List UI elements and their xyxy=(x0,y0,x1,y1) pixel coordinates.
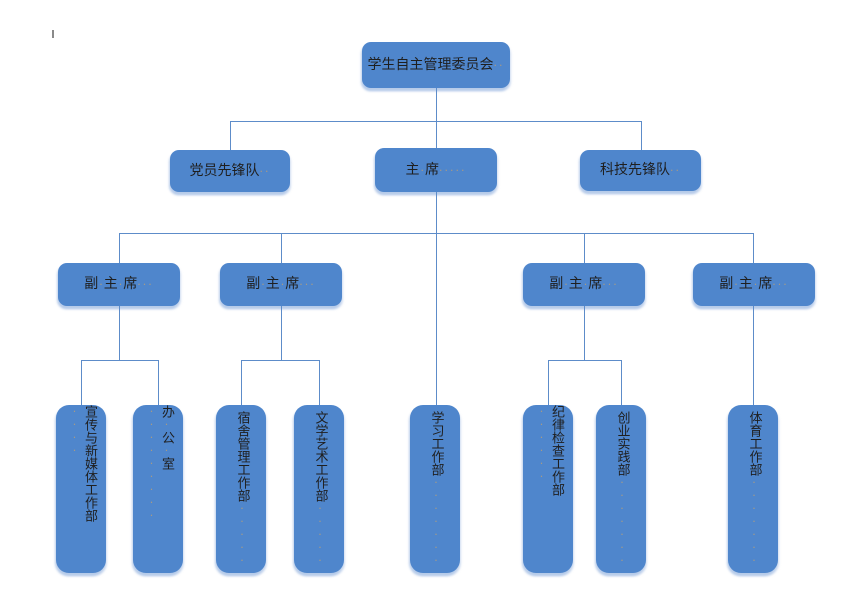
node-label: 宿舍管理工作部 xyxy=(234,411,250,502)
connector-line xyxy=(81,360,159,361)
connector-line xyxy=(119,233,754,234)
node-dept-entrepreneurship[interactable]: 创业实践部······· xyxy=(596,405,646,573)
formatting-dots: ····· xyxy=(313,502,327,567)
connector-line xyxy=(241,360,242,405)
connector-line xyxy=(621,360,622,405)
node-dept-dorm-management[interactable]: 宿舍管理工作部····· xyxy=(216,405,266,573)
formatting-dots: ··· xyxy=(772,278,789,292)
formatting-dots: ····· xyxy=(439,163,467,177)
connector-line xyxy=(281,233,282,263)
node-label: 副·主·席 xyxy=(719,276,773,293)
node-label: 体育工作部 xyxy=(746,411,762,476)
formatting-dots: ·· xyxy=(493,58,505,72)
connector-line xyxy=(548,360,549,405)
connector-line xyxy=(119,233,120,263)
node-label: 文学艺术工作部 xyxy=(312,411,328,502)
formatting-dots: ······ xyxy=(535,405,548,483)
formatting-dots: ······· xyxy=(747,476,761,567)
node-vice-chairman-4[interactable]: 副·主·席··· xyxy=(693,263,815,306)
connector-line xyxy=(230,121,642,122)
node-label: 副·主·席 xyxy=(246,276,300,293)
connector-line xyxy=(584,306,585,360)
connector-line xyxy=(281,306,282,360)
stray-mark xyxy=(52,30,54,38)
node-dept-publicity-media[interactable]: 宣传与新媒体工作部···· xyxy=(56,405,106,573)
node-label: 学生自主管理委员会 xyxy=(367,56,494,73)
formatting-dots: ··· xyxy=(299,278,316,292)
node-label: 纪律检查工作部 xyxy=(548,405,564,496)
formatting-dots: ······· xyxy=(615,476,629,567)
connector-line xyxy=(158,360,159,405)
node-chairman[interactable]: 主·席····· xyxy=(375,148,497,192)
node-label: 科技先锋队 xyxy=(600,162,670,179)
node-dept-office[interactable]: 办·公·室········· xyxy=(133,405,183,573)
formatting-dots: ······· xyxy=(429,476,443,567)
node-dept-sports[interactable]: 体育工作部······· xyxy=(728,405,778,573)
connector-line xyxy=(81,360,82,405)
node-dept-literature-arts[interactable]: 文学艺术工作部····· xyxy=(294,405,344,573)
connector-line xyxy=(753,233,754,263)
node-label: 办·公·室 xyxy=(158,405,174,470)
node-label: 副·主·席 xyxy=(84,276,138,293)
connector-line xyxy=(436,192,437,405)
node-dept-discipline-inspection[interactable]: 纪律检查工作部······ xyxy=(523,405,573,573)
node-vice-chairman-3[interactable]: 副·主·席··· xyxy=(523,263,645,306)
node-label: 副·主·席 xyxy=(549,276,603,293)
node-label: 创业实践部 xyxy=(614,411,630,476)
connector-line xyxy=(119,306,120,360)
node-student-committee[interactable]: 学生自主管理委员会·· xyxy=(362,42,510,88)
node-label: 学习工作部 xyxy=(428,411,444,476)
node-dept-study[interactable]: 学习工作部······· xyxy=(410,405,460,573)
formatting-dots: ··· xyxy=(602,278,619,292)
connector-line xyxy=(753,306,754,405)
connector-line xyxy=(241,360,320,361)
node-vice-chairman-1[interactable]: 副·主·席··· xyxy=(58,263,180,306)
connector-line xyxy=(548,360,622,361)
formatting-dots: ··· xyxy=(137,278,154,292)
formatting-dots: ·· xyxy=(670,164,681,178)
node-party-pioneer-team[interactable]: 党员先锋队·· xyxy=(170,150,290,192)
connector-line xyxy=(641,121,642,150)
connector-line xyxy=(319,360,320,405)
connector-line xyxy=(584,233,585,263)
node-label: 党员先锋队 xyxy=(189,162,260,179)
node-vice-chairman-2[interactable]: 副·主·席··· xyxy=(220,263,342,306)
node-tech-pioneer-team[interactable]: 科技先锋队·· xyxy=(580,150,701,191)
node-label: 宣传与新媒体工作部 xyxy=(81,405,97,522)
formatting-dots: ···· xyxy=(68,405,81,457)
connector-line xyxy=(436,88,437,148)
formatting-dots: ········· xyxy=(145,405,158,522)
formatting-dots: ·· xyxy=(259,164,271,178)
connector-line xyxy=(230,121,231,150)
node-label: 主·席 xyxy=(405,161,440,178)
formatting-dots: ····· xyxy=(235,502,249,567)
